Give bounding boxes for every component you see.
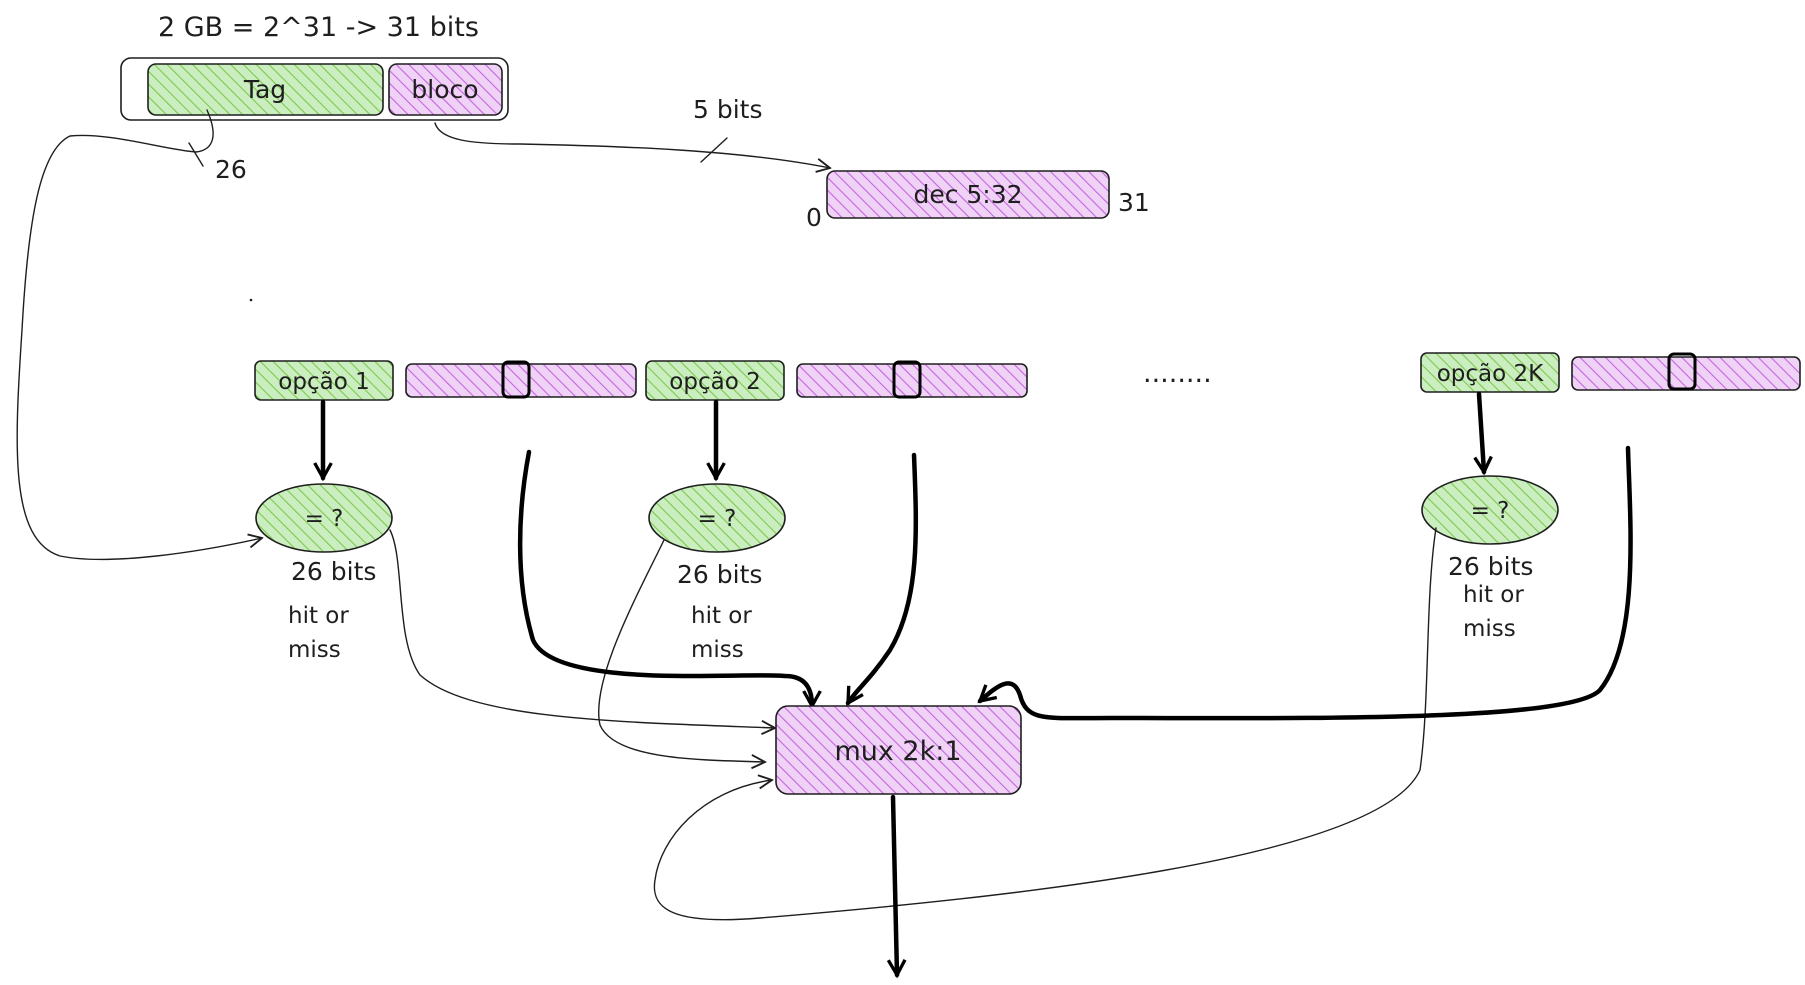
multiplexer-label: mux 2k:1 (834, 736, 961, 767)
block-field-label: bloco (411, 75, 478, 104)
block-bus-slash (700, 137, 728, 163)
data-line-2k (980, 445, 1633, 721)
hit-line-2k (653, 527, 1437, 921)
option-2-selected-word (892, 360, 922, 399)
hit-line-2 (598, 539, 765, 762)
comparator-2k-result-line1: hit or (1463, 582, 1524, 608)
tag-bus-slash (188, 142, 204, 167)
comparator-2-result-line1: hit or (691, 603, 752, 629)
comparator-2-result-line2: miss (691, 637, 744, 663)
block-line (434, 122, 830, 168)
option-2-label: opção 2 (669, 369, 760, 395)
comparator-2 (648, 483, 786, 553)
comparator-1-result-line1: hit or (288, 603, 349, 629)
hit-line-1 (389, 529, 775, 728)
comparator-1-width: 26 bits (291, 557, 376, 586)
option-1-selected-word (501, 360, 531, 399)
option-1-label: opção 1 (278, 369, 369, 395)
decoder-left-index: 0 (806, 203, 822, 232)
option-2k-label: opção 2K (1437, 361, 1544, 387)
block-width-label: 5 bits (693, 95, 763, 124)
tag-field (147, 63, 384, 116)
arrow-option-2k-to-compare (1479, 391, 1484, 472)
address-register (120, 57, 509, 121)
tag-field-label: Tag (243, 75, 286, 104)
comparator-1 (255, 483, 393, 553)
comparator-1-result-line2: miss (288, 637, 341, 663)
decoder-right-index: 31 (1118, 188, 1150, 217)
comparator-2k-result-line2: miss (1463, 616, 1516, 642)
comparator-2-label: = ? (698, 506, 737, 532)
tag-width-label: 26 (215, 155, 247, 184)
comparator-2k-label: = ? (1471, 498, 1510, 524)
decoder-box (826, 170, 1110, 219)
address-size-heading: 2 GB = 2^31 -> 31 bits (158, 12, 479, 43)
data-line-2 (845, 452, 919, 703)
option-2k-selected-word (1667, 352, 1697, 391)
option-2k-data (1571, 356, 1801, 391)
comparator-2k-width: 26 bits (1448, 552, 1533, 581)
option-1-data (405, 363, 637, 398)
block-field (388, 63, 503, 116)
tag-line (16, 109, 262, 561)
comparator-2-width: 26 bits (677, 560, 762, 589)
stray-dot (249, 298, 253, 302)
comparator-2k (1421, 475, 1559, 545)
option-2k-tag (1420, 352, 1560, 393)
decoder-label: dec 5:32 (913, 180, 1022, 209)
data-line-1 (517, 449, 812, 706)
ellipsis: ........ (1143, 358, 1212, 389)
comparator-1-label: = ? (305, 506, 344, 532)
option-2-data (796, 363, 1028, 398)
multiplexer (775, 705, 1022, 795)
mux-output-arrow (893, 794, 897, 975)
